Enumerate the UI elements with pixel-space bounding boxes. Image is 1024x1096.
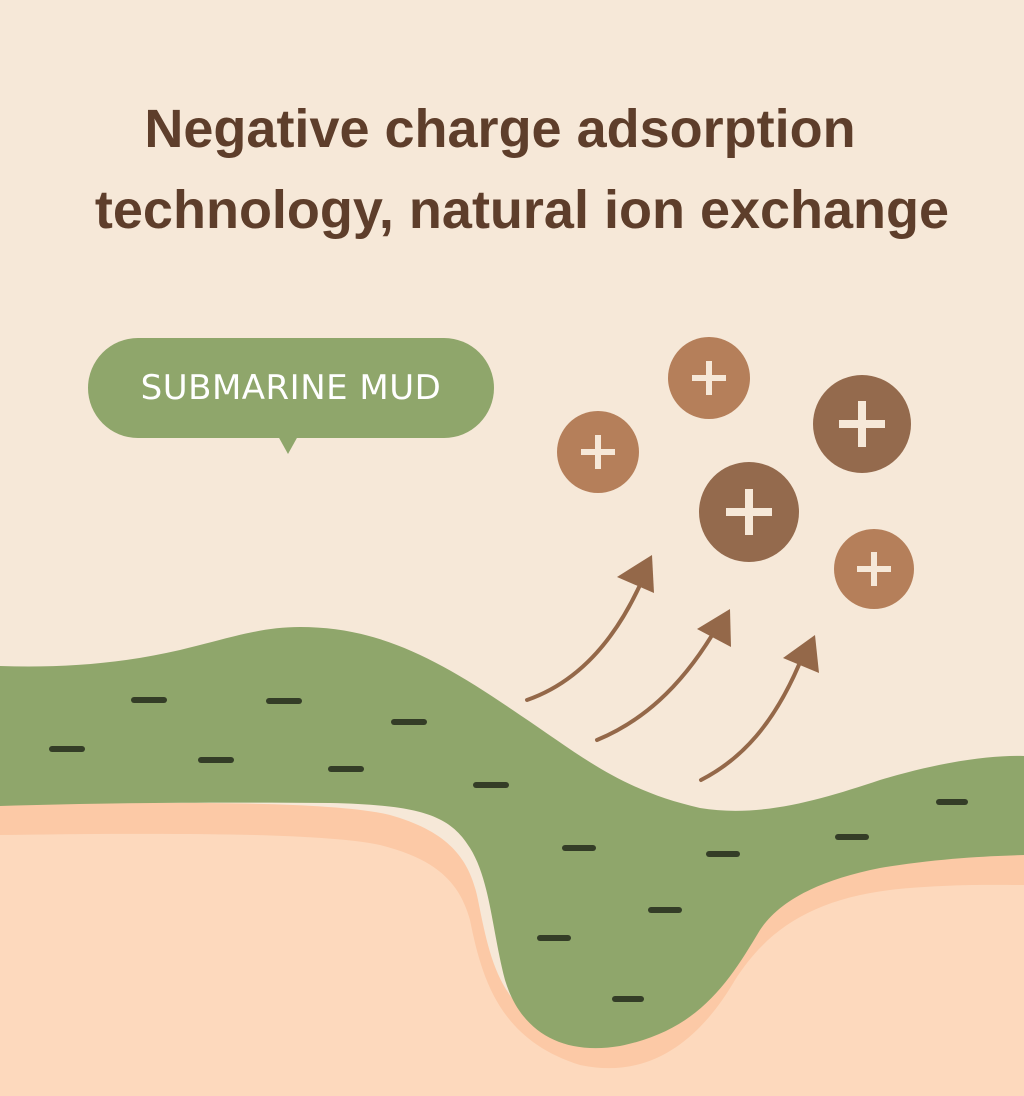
arrowhead-icon	[617, 555, 654, 593]
speech-bubble-tail	[278, 436, 298, 454]
cation-plus-icon	[557, 411, 639, 493]
cation-plus-icon	[813, 375, 911, 473]
submarine-mud-layer	[0, 627, 1024, 1049]
arrow-icon	[699, 653, 805, 782]
negative-charges	[49, 697, 968, 1002]
title-line-1: Negative charge adsorption	[144, 99, 856, 159]
cations	[557, 337, 914, 609]
arrowhead-icon	[697, 609, 731, 647]
cation-plus-icon	[834, 529, 914, 609]
arrowhead-icon	[783, 635, 819, 673]
submarine-mud-label: SUBMARINE MUD	[88, 338, 494, 438]
submarine-mud-label-text: SUBMARINE MUD	[140, 368, 442, 408]
exchange-arrows	[525, 583, 805, 782]
arrow-icon	[525, 583, 642, 702]
title-line-2: technology, natural ion exchange	[94, 180, 950, 240]
sand-layer-inner	[0, 833, 1024, 1096]
cation-plus-icon	[668, 337, 750, 419]
arrow-icon	[595, 625, 719, 742]
arrow-heads	[617, 555, 819, 673]
cation-plus-icon	[699, 462, 799, 562]
